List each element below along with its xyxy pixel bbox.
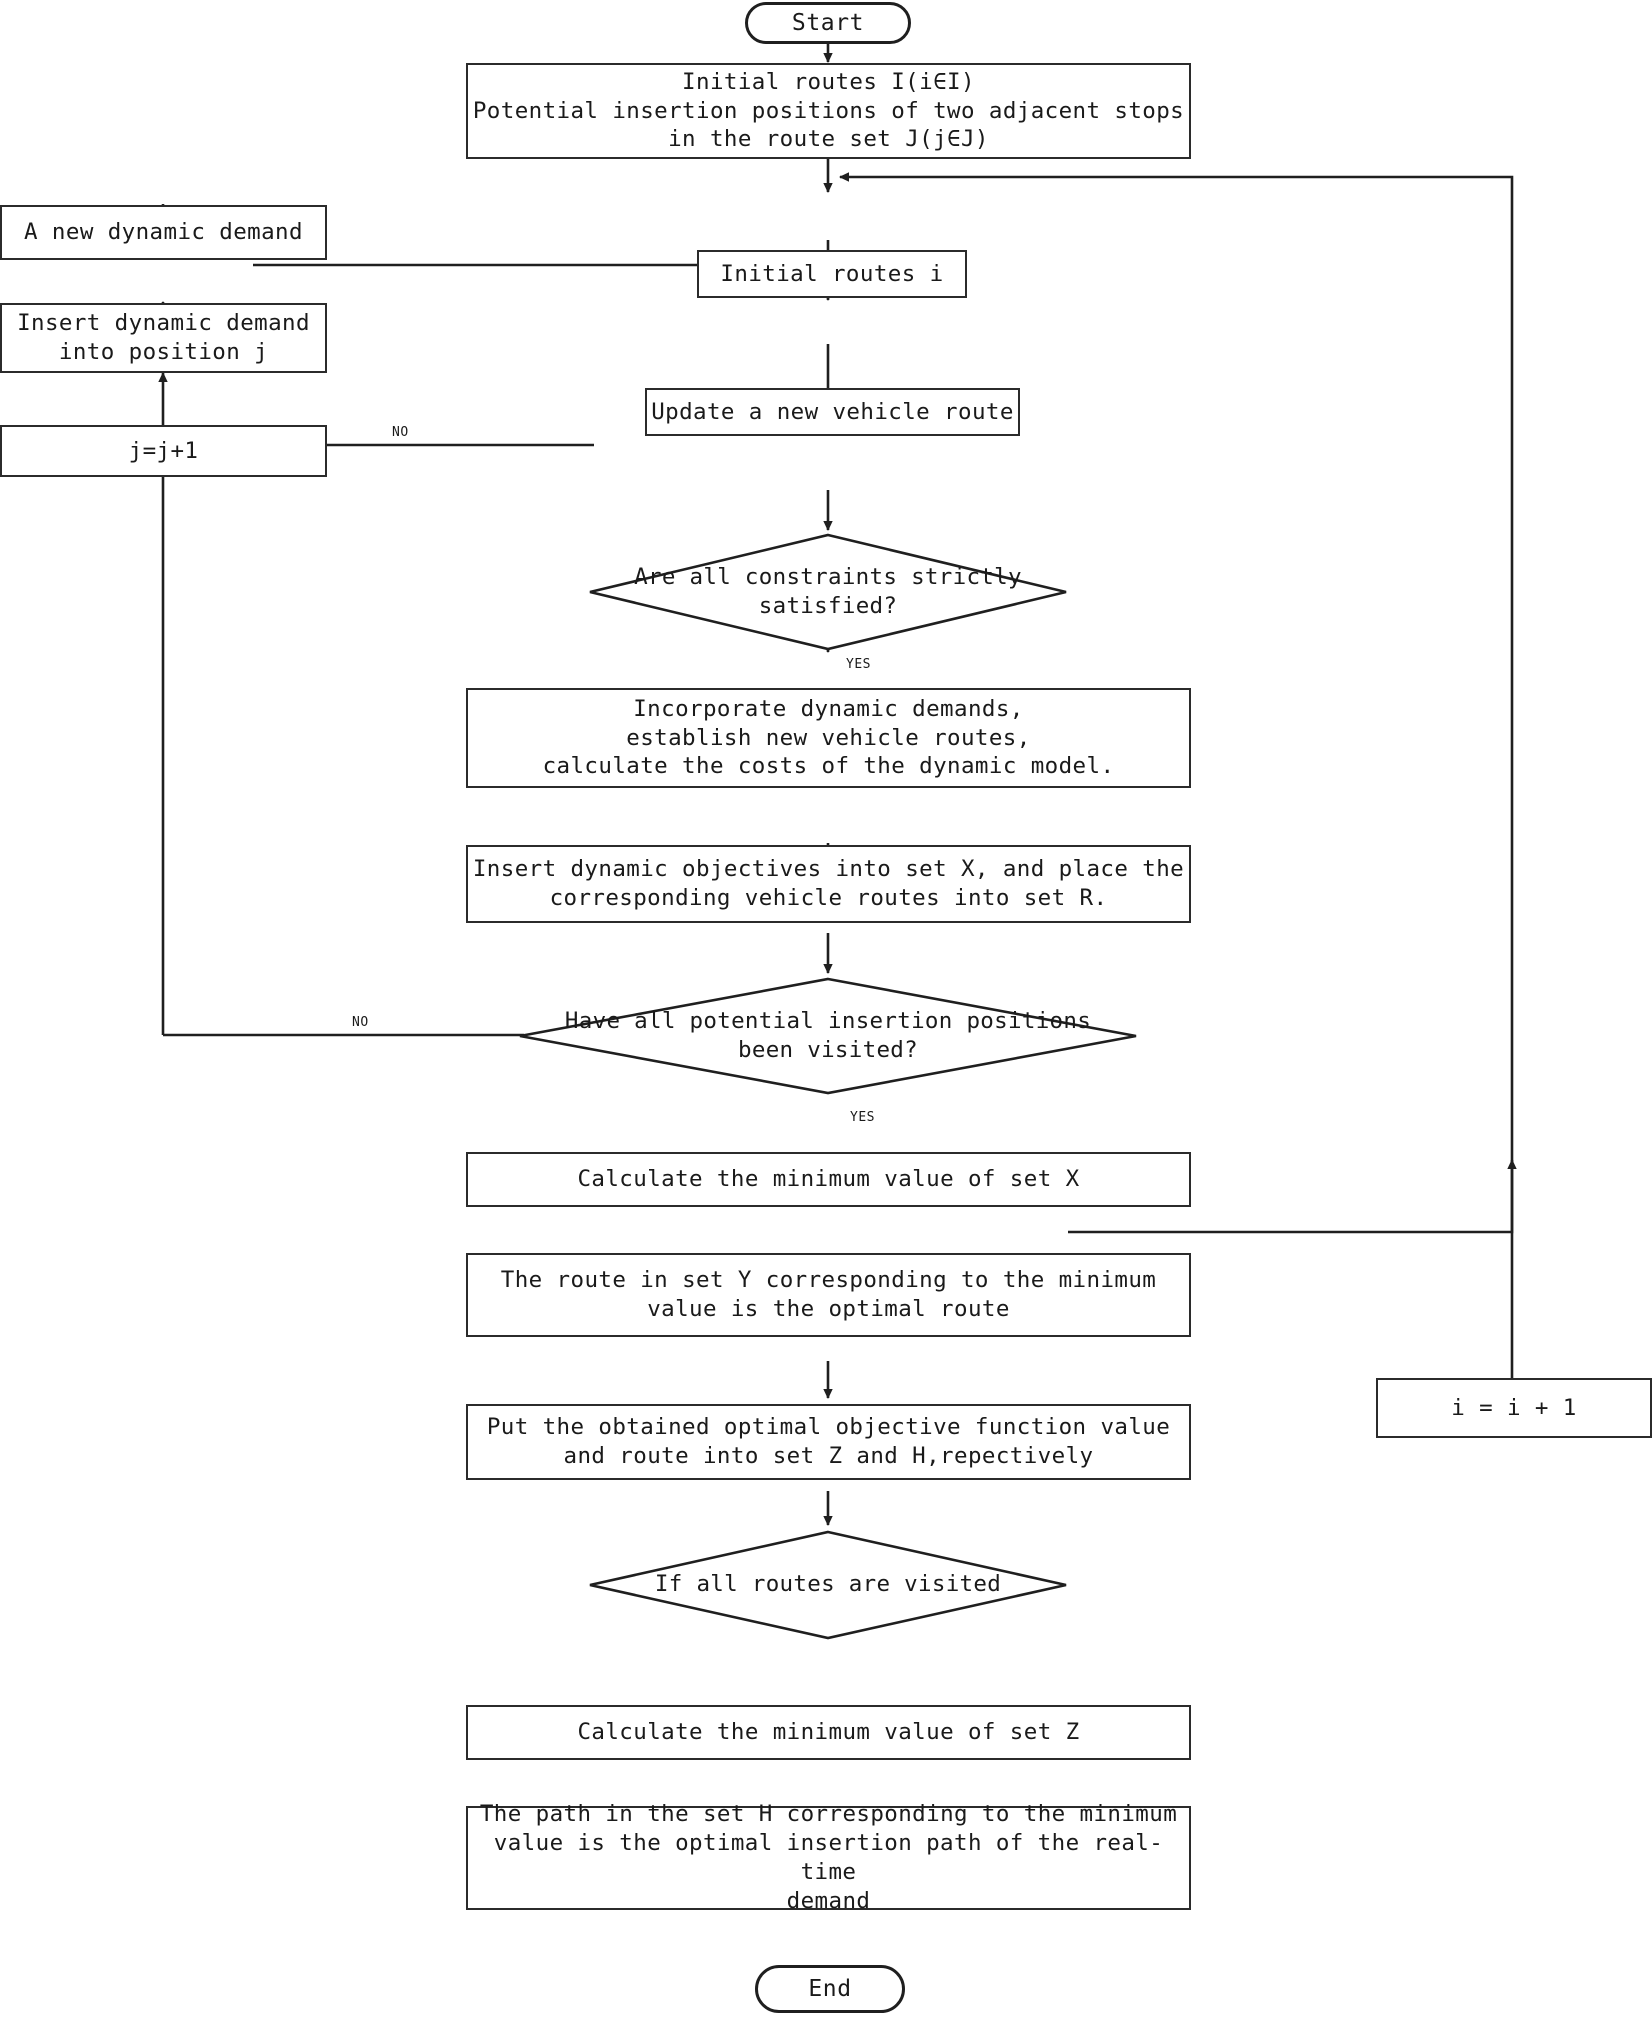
node-start-label: Start — [791, 10, 865, 36]
node-new-dynamic-demand[interactable]: A new dynamic demand — [0, 205, 327, 260]
edge-label-constraints-yes: YES — [846, 657, 871, 672]
edge-label-positions-no: NO — [352, 1015, 369, 1030]
node-new-dynamic-demand-label: A new dynamic demand — [24, 219, 303, 246]
node-put-into-z-h[interactable]: Put the obtained optimal objective funct… — [466, 1404, 1191, 1480]
node-initial-sets[interactable]: Initial routes I(i∈I) Potential insertio… — [466, 63, 1191, 159]
node-put-into-z-h-label: Put the obtained optimal objective funct… — [486, 1414, 1171, 1469]
node-initial-routes-i-label: Initial routes i — [720, 260, 944, 287]
node-update-route[interactable]: Update a new vehicle route — [645, 388, 1020, 436]
node-positions-decision[interactable]: Have all potential insertion positions b… — [518, 977, 1138, 1095]
node-start[interactable]: Start — [745, 2, 911, 44]
node-update-route-label: Update a new vehicle route — [651, 398, 1014, 425]
node-constraints-decision[interactable]: Are all constraints strictly satisfied? — [588, 533, 1068, 651]
node-min-set-z[interactable]: Calculate the minimum value of set Z — [466, 1705, 1191, 1760]
node-positions-decision-label: Have all potential insertion positions b… — [564, 1007, 1092, 1063]
node-path-set-h-label: The path in the set H corresponding to t… — [479, 1801, 1178, 1914]
node-min-set-x-label: Calculate the minimum value of set X — [577, 1166, 1080, 1193]
node-j-increment-label: j=j+1 — [128, 437, 199, 464]
edge-label-positions-yes: YES — [850, 1110, 875, 1125]
node-routes-visited-decision[interactable]: If all routes are visited — [588, 1530, 1068, 1640]
node-min-set-z-label: Calculate the minimum value of set Z — [577, 1719, 1080, 1746]
node-end-label: End — [808, 1976, 852, 2002]
node-routes-visited-decision-label: If all routes are visited — [654, 1571, 1002, 1598]
node-incorporate-label: Incorporate dynamic demands, establish n… — [542, 695, 1115, 780]
node-insert-objectives-label: Insert dynamic objectives into set X, an… — [472, 856, 1185, 911]
node-insert-demand[interactable]: Insert dynamic demand into position j — [0, 303, 327, 373]
node-incorporate[interactable]: Incorporate dynamic demands, establish n… — [466, 688, 1191, 788]
edge-label-constraints-no: NO — [392, 425, 409, 440]
node-i-increment-label: i = i + 1 — [1451, 1394, 1577, 1421]
node-min-set-x[interactable]: Calculate the minimum value of set X — [466, 1152, 1191, 1207]
node-path-set-h[interactable]: The path in the set H corresponding to t… — [466, 1801, 1191, 1914]
node-end[interactable]: End — [755, 1965, 905, 2013]
node-initial-sets-label: Initial routes I(i∈I) Potential insertio… — [472, 68, 1185, 153]
node-insert-demand-label: Insert dynamic demand into position j — [17, 310, 310, 365]
node-route-set-y-label: The route in set Y corresponding to the … — [500, 1267, 1157, 1322]
node-route-set-y[interactable]: The route in set Y corresponding to the … — [466, 1253, 1191, 1337]
node-constraints-decision-label: Are all constraints strictly satisfied? — [634, 563, 1022, 619]
node-j-increment[interactable]: j=j+1 — [0, 425, 327, 477]
node-insert-objectives[interactable]: Insert dynamic objectives into set X, an… — [466, 845, 1191, 923]
node-initial-routes-i[interactable]: Initial routes i — [697, 250, 967, 298]
node-i-increment[interactable]: i = i + 1 — [1376, 1378, 1652, 1438]
